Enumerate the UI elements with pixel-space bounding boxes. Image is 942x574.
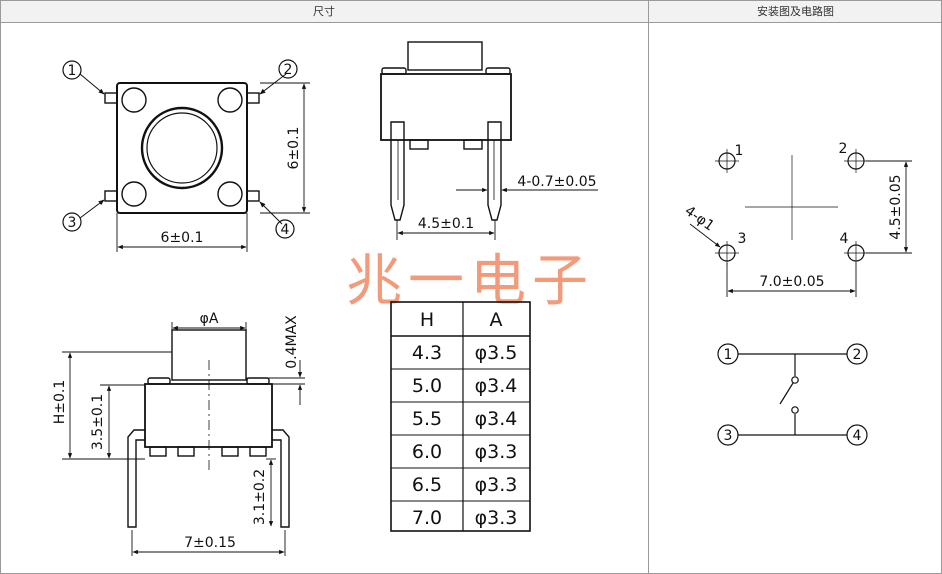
side-height-label: H±0.1 <box>52 380 68 425</box>
top-width-label: 6±0.1 <box>161 230 204 246</box>
circuit-pin-4: 4 <box>853 428 862 444</box>
top-pin-3: 3 <box>68 215 77 231</box>
table-cell: 5.0 <box>412 375 442 397</box>
table-cell: 7.0 <box>412 507 442 529</box>
table-header-a: A <box>490 309 503 331</box>
top-height-label: 6±0.1 <box>286 127 302 170</box>
table-cell: 6.0 <box>412 441 442 463</box>
table-cell: 4.3 <box>412 342 442 364</box>
side-phi-label: φA <box>200 311 219 327</box>
h-a-table <box>390 301 531 532</box>
front-spacing-label: 4.5±0.1 <box>418 216 474 232</box>
top-view <box>62 59 310 252</box>
table-cell: 5.5 <box>412 408 442 430</box>
circuit-pin-1: 1 <box>724 347 733 363</box>
table-cell: φ3.3 <box>475 474 518 496</box>
front-view <box>380 41 598 240</box>
front-pin-label: 4-0.7±0.05 <box>517 174 596 190</box>
table-cell: 6.5 <box>412 474 442 496</box>
watermark: 兆一电子 <box>346 249 594 314</box>
table-cell: φ3.4 <box>475 375 518 397</box>
side-view <box>62 322 305 556</box>
side-width-label: 7±0.15 <box>184 535 236 551</box>
table-cell: φ3.3 <box>475 441 518 463</box>
top-pin-4: 4 <box>281 222 290 238</box>
top-pin-2: 2 <box>284 62 293 78</box>
mounting-header: 安装图及电路图 <box>649 0 942 23</box>
side-lead-label: 3.1±0.2 <box>252 469 268 525</box>
side-max-label: 0.4MAX <box>284 315 300 369</box>
table-cell: φ3.3 <box>475 507 518 529</box>
table-header-h: H <box>420 309 434 331</box>
mount-pin-4: 4 <box>840 231 849 247</box>
mount-height-label: 4.5±0.05 <box>888 174 904 239</box>
circuit-pin-3: 3 <box>724 428 733 444</box>
mount-hole-label: 4-φ1 <box>682 203 717 235</box>
side-body-label: 3.5±0.1 <box>90 394 106 450</box>
mount-width-label: 7.0±0.05 <box>759 274 824 290</box>
table-cell: φ3.4 <box>475 408 518 430</box>
top-pin-1: 1 <box>68 63 77 79</box>
circuit-diagram <box>717 343 868 446</box>
mounting-layout <box>689 149 912 297</box>
mount-pin-3: 3 <box>738 231 747 247</box>
circuit-pin-2: 2 <box>853 347 862 363</box>
table-cell: φ3.5 <box>475 342 518 364</box>
mount-pin-2: 2 <box>839 141 848 157</box>
mount-pin-1: 1 <box>735 143 744 159</box>
dimensions-header: 尺寸 <box>0 0 649 23</box>
